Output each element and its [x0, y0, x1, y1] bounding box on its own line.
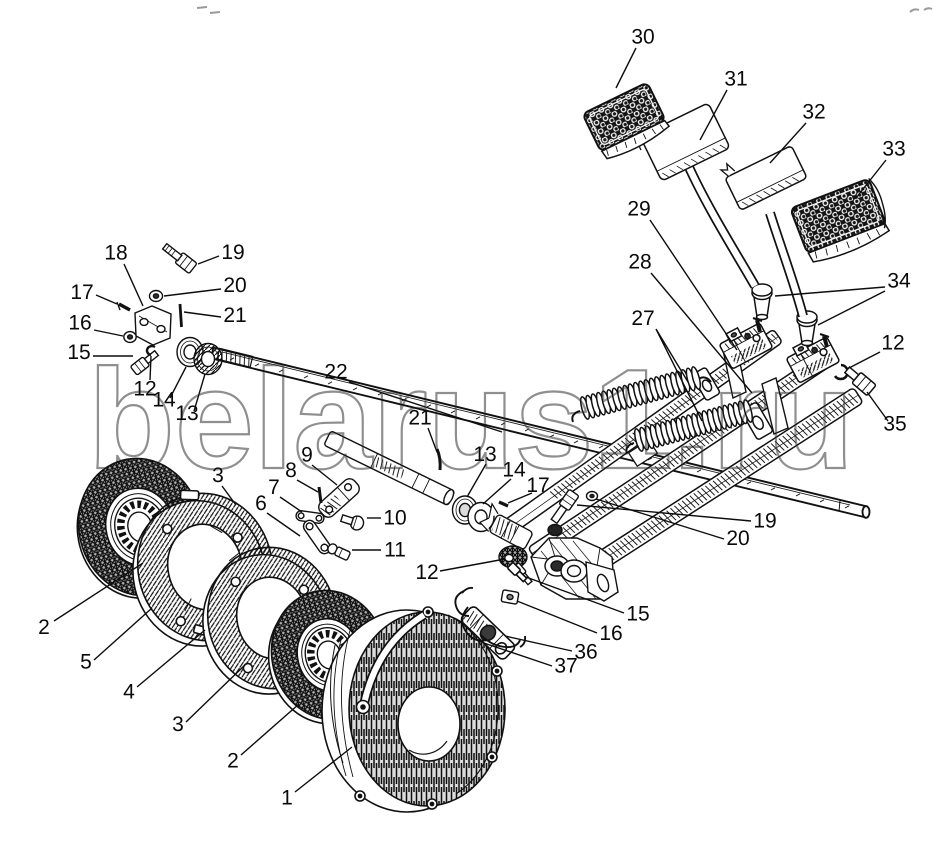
svg-text:37: 37	[554, 655, 577, 678]
svg-text:18: 18	[104, 242, 127, 265]
svg-text:3: 3	[172, 713, 184, 736]
svg-text:20: 20	[726, 527, 749, 550]
svg-text:28: 28	[628, 251, 651, 274]
svg-text:33: 33	[882, 138, 905, 161]
svg-text:12: 12	[133, 378, 156, 401]
svg-text:19: 19	[221, 241, 244, 264]
svg-text:9: 9	[301, 444, 313, 467]
svg-text:36: 36	[574, 641, 597, 664]
svg-text:belarus1.ru: belarus1.ru	[88, 340, 854, 499]
svg-text:17: 17	[526, 474, 549, 497]
svg-text:1: 1	[281, 787, 293, 810]
svg-text:15: 15	[626, 603, 649, 626]
svg-text:22: 22	[324, 361, 347, 384]
svg-text:2: 2	[38, 616, 50, 639]
svg-text:12: 12	[881, 332, 904, 355]
svg-text:11: 11	[384, 539, 406, 562]
svg-text:30: 30	[631, 26, 654, 49]
svg-text:16: 16	[68, 312, 91, 335]
svg-text:21: 21	[408, 407, 431, 430]
svg-text:27: 27	[631, 307, 654, 330]
svg-text:20: 20	[223, 274, 246, 297]
svg-text:10: 10	[383, 507, 406, 530]
svg-text:35: 35	[883, 413, 906, 436]
svg-text:13: 13	[473, 443, 496, 466]
svg-text:15: 15	[67, 341, 90, 364]
svg-text:14: 14	[502, 459, 526, 482]
svg-text:4: 4	[123, 681, 135, 704]
svg-text:6: 6	[255, 492, 267, 515]
svg-text:34: 34	[887, 270, 911, 293]
svg-text:16: 16	[599, 622, 622, 645]
svg-text:3: 3	[212, 464, 224, 487]
svg-text:2: 2	[227, 750, 239, 773]
svg-text:7: 7	[268, 476, 280, 499]
svg-text:8: 8	[285, 459, 297, 482]
svg-text:5: 5	[80, 651, 92, 674]
svg-text:21: 21	[223, 304, 246, 327]
svg-text:19: 19	[753, 510, 776, 533]
svg-text:31: 31	[724, 68, 747, 91]
svg-text:13: 13	[175, 402, 198, 425]
svg-text:29: 29	[627, 198, 650, 221]
svg-text:32: 32	[802, 101, 825, 124]
svg-text:12: 12	[415, 561, 438, 584]
svg-text:17: 17	[70, 281, 93, 304]
svg-text:14: 14	[152, 389, 176, 412]
